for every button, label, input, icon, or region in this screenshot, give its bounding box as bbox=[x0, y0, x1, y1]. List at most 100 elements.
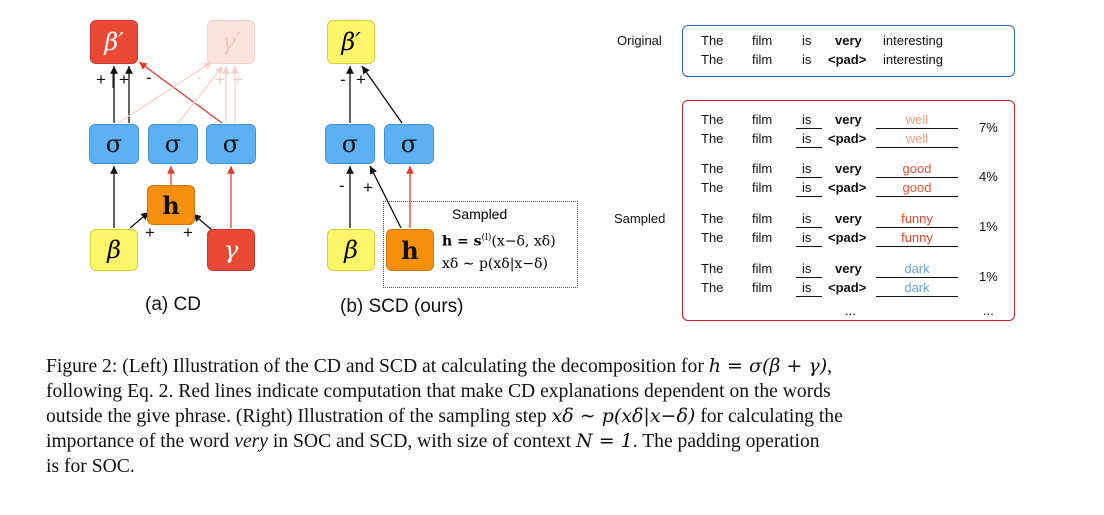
sampling-equation-1: h = s(l)(x−δ, xδ) bbox=[442, 233, 556, 250]
cd-beta-prime-node: β′ bbox=[90, 20, 138, 64]
caption-line-4: importance of the word very in SOC and S… bbox=[46, 429, 1066, 454]
caption-line-3: outside the give phrase. (Right) Illustr… bbox=[46, 404, 1066, 429]
caption-line-2: following Eq. 2. Red lines indicate comp… bbox=[46, 381, 831, 402]
caption-text: importance of the word bbox=[46, 431, 235, 452]
sample-context-word: dark bbox=[904, 280, 930, 295]
sample-context-word: funny bbox=[901, 230, 933, 245]
caption-text: , bbox=[827, 356, 833, 377]
cd-sign: + bbox=[145, 223, 155, 242]
sampled-examples-box bbox=[682, 100, 1015, 321]
original-word: The bbox=[701, 33, 724, 48]
sample-target-word: very bbox=[835, 112, 862, 127]
cd-beta-node: β bbox=[90, 229, 138, 271]
caption-text: in SOC and SCD, with size of context bbox=[267, 431, 577, 452]
sample-percent: 1% bbox=[979, 269, 998, 284]
scd-beta-prime-node: β′ bbox=[327, 20, 375, 64]
original-label: Original bbox=[617, 33, 662, 48]
context-underline bbox=[876, 147, 958, 148]
sample-context-word: funny bbox=[901, 211, 933, 226]
ellipsis: ... bbox=[845, 303, 856, 318]
sample-pad-word: <pad> bbox=[828, 180, 867, 195]
sample-word-context: is bbox=[802, 161, 812, 176]
context-underline bbox=[796, 147, 822, 148]
original-word: The bbox=[701, 52, 724, 67]
sample-word: film bbox=[752, 112, 773, 127]
scd-sigma-node-1: σ bbox=[325, 124, 375, 164]
scd-sigma-node-2: σ bbox=[384, 124, 434, 164]
sample-pad-word: <pad> bbox=[828, 230, 867, 245]
context-underline bbox=[876, 227, 958, 228]
figure-caption: Figure 2: (Left) Illustration of the CD … bbox=[46, 354, 1066, 479]
cd-sign: - bbox=[146, 68, 152, 87]
sample-context-word: well bbox=[905, 112, 929, 127]
sample-percent: 1% bbox=[979, 219, 998, 234]
caption-text: for calculating the bbox=[695, 406, 843, 427]
sample-target-word: very bbox=[835, 161, 862, 176]
sample-pad-word: <pad> bbox=[828, 280, 867, 295]
cd-sign: + bbox=[233, 70, 243, 89]
scd-sign: - bbox=[339, 176, 345, 195]
context-underline bbox=[876, 128, 958, 129]
original-word: very bbox=[835, 33, 862, 48]
cd-h-node: h bbox=[147, 185, 195, 225]
sample-word: The bbox=[701, 280, 724, 295]
sample-word-context: is bbox=[802, 180, 812, 195]
sample-word: film bbox=[752, 161, 773, 176]
sample-target-word: very bbox=[835, 211, 862, 226]
cd-gamma-prime-node: γ′ bbox=[207, 20, 255, 64]
sample-word-context: is bbox=[802, 261, 812, 276]
scd-beta-node: β bbox=[327, 229, 375, 271]
sample-percent: 7% bbox=[979, 120, 998, 135]
sample-word-context: is bbox=[802, 131, 812, 146]
caption-math: N = 1 bbox=[576, 430, 633, 452]
scd-sign: - bbox=[340, 70, 346, 89]
sample-context-word: dark bbox=[904, 261, 930, 276]
sample-word: The bbox=[701, 161, 724, 176]
sample-word: The bbox=[701, 131, 724, 146]
sample-pad-word: <pad> bbox=[828, 131, 867, 146]
caption-text: Figure 2: (Left) Illustration of the CD … bbox=[46, 356, 709, 377]
sample-word: The bbox=[701, 261, 724, 276]
context-underline bbox=[876, 196, 958, 197]
cd-sign: + bbox=[119, 70, 129, 89]
sample-target-word: very bbox=[835, 261, 862, 276]
cd-sigma-node-2: σ bbox=[148, 124, 198, 164]
caption-text: . The padding operation bbox=[632, 431, 820, 452]
sample-word: The bbox=[701, 230, 724, 245]
sample-word: The bbox=[701, 180, 724, 195]
sample-context-word: well bbox=[905, 131, 929, 146]
original-box bbox=[682, 25, 1015, 77]
original-word: film bbox=[752, 33, 773, 48]
sample-word: The bbox=[701, 112, 724, 127]
context-underline bbox=[876, 246, 958, 247]
cd-sign: + bbox=[215, 70, 225, 89]
sample-word: The bbox=[701, 211, 724, 226]
caption-text: outside the give phrase. (Right) Illustr… bbox=[46, 406, 552, 427]
sampled-label: Sampled bbox=[614, 211, 666, 226]
original-word: interesting bbox=[883, 52, 943, 67]
cd-sigma-node-1: σ bbox=[89, 124, 139, 164]
context-underline bbox=[796, 296, 822, 297]
scd-sign: + bbox=[363, 178, 373, 197]
original-word: is bbox=[802, 52, 812, 67]
original-word: interesting bbox=[883, 33, 943, 48]
original-word: <pad> bbox=[828, 52, 867, 67]
eq1-lhs: h = s bbox=[442, 233, 482, 250]
sample-word: film bbox=[752, 280, 773, 295]
sample-word-context: is bbox=[802, 211, 812, 226]
sample-word: film bbox=[752, 180, 773, 195]
context-underline bbox=[796, 128, 822, 129]
context-underline bbox=[796, 177, 822, 178]
cd-gamma-node: γ bbox=[207, 229, 255, 271]
sample-context-word: good bbox=[902, 161, 932, 176]
context-underline bbox=[876, 296, 958, 297]
context-underline bbox=[876, 277, 958, 278]
original-word: is bbox=[802, 33, 812, 48]
caption-math: h = σ(β + γ) bbox=[708, 355, 828, 377]
scd-panel-label: (b) SCD (ours) bbox=[340, 296, 464, 317]
sample-word: film bbox=[752, 211, 773, 226]
cd-sign: + bbox=[96, 70, 106, 89]
cd-sign: + bbox=[183, 223, 193, 242]
sampled-title: Sampled bbox=[452, 206, 508, 222]
sample-percent: 4% bbox=[979, 169, 998, 184]
